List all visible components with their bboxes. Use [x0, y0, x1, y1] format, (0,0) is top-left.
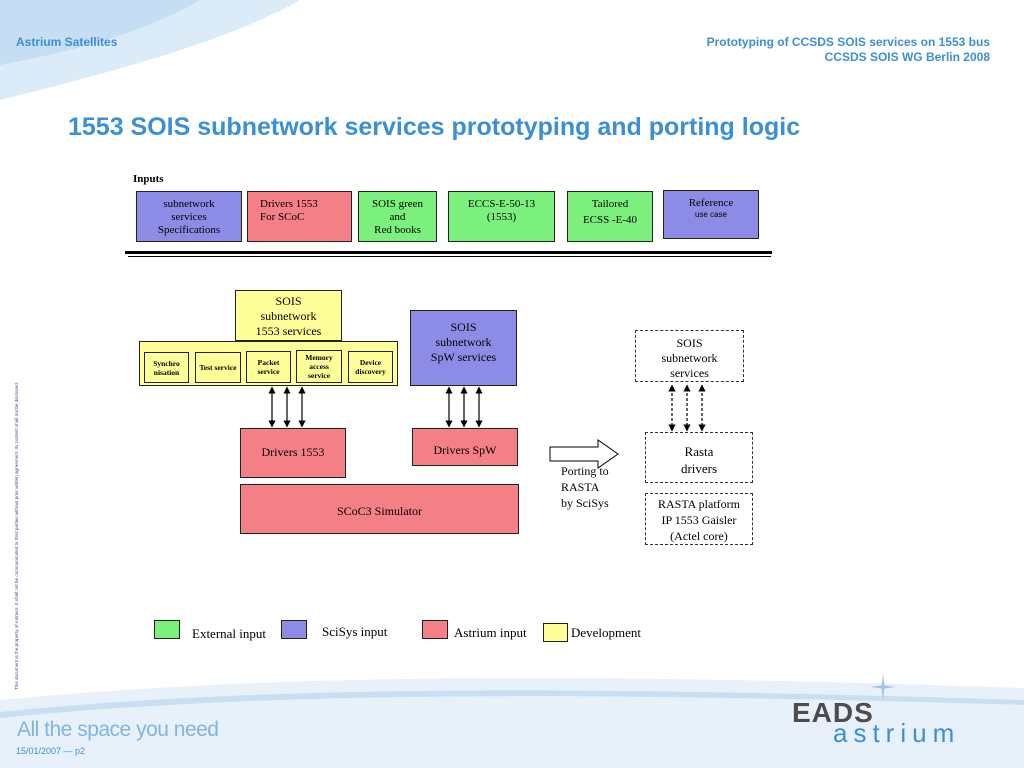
tagline: All the space you need	[17, 718, 219, 741]
legend-swatch-astrium	[422, 620, 448, 639]
sois-spw-services: SOIS subnetwork SpW services	[410, 310, 517, 386]
star-icon	[870, 674, 896, 700]
logo-eads-text: EADS	[792, 697, 874, 728]
test-service: Test service	[195, 352, 241, 383]
legend-swatch-external	[154, 620, 180, 639]
device-discovery-service: Device discovery	[348, 351, 393, 383]
rasta-platform: RASTA platform IP 1553 Gaisler (Actel co…	[645, 493, 753, 545]
slide-title: 1553 SOIS subnetwork services prototypin…	[68, 113, 801, 141]
legend-label-astrium: Astrium input	[454, 625, 527, 640]
company-name: Astrium Satellites	[16, 35, 118, 49]
packet-service: Packet service	[246, 351, 291, 383]
doc-title: Prototyping of CCSDS SOIS services on 15…	[706, 35, 990, 49]
separator-line	[125, 251, 772, 254]
rasta-sois-services: SOIS subnetwork services	[635, 330, 744, 382]
date-page: 15/01/2007 — p2	[16, 746, 86, 756]
legend-swatch-development	[543, 623, 568, 642]
drivers-spw: Drivers SpW	[412, 428, 518, 466]
memory-access-service: Memory access service	[296, 350, 342, 383]
input-reference-use-case: Reference use case	[663, 190, 759, 239]
inputs-label: Inputs	[133, 173, 164, 185]
porting-label: Porting to RASTA by SciSys	[561, 464, 609, 510]
legend-swatch-scisys	[281, 620, 307, 639]
drivers-1553: Drivers 1553	[240, 428, 346, 478]
legend-label-scisys: SciSys input	[322, 624, 388, 639]
input-drivers-1553: Drivers 1553 For SCoC	[247, 191, 352, 242]
arrows-rasta	[668, 384, 706, 432]
header-info: Prototyping of CCSDS SOIS services on 15…	[707, 35, 990, 65]
input-ecss-e-50-13: ECCS-E-50-13 (1553)	[448, 191, 555, 242]
arrows-spw	[445, 386, 483, 428]
arrows-1553	[268, 386, 306, 428]
porting-arrow	[549, 439, 619, 469]
synchronisation-service: Synchro nisation	[144, 352, 189, 383]
eads-astrium-logo	[780, 672, 1000, 752]
sois-1553-services: SOIS subnetwork 1553 services	[235, 290, 342, 341]
input-sois-books: SOIS green and Red books	[358, 191, 437, 242]
legend-label-development: Development	[571, 625, 642, 640]
event-name: CCSDS SOIS WG Berlin 2008	[824, 50, 990, 64]
separator-line-thin	[128, 256, 771, 257]
input-subnetwork-specs: subnetwork services Specifications	[136, 191, 242, 242]
scoc3-simulator: SCoC3 Simulator	[240, 484, 519, 534]
legend-label-external: External input	[192, 626, 267, 641]
input-tailored-ecss: Tailored ECSS -E-40	[567, 191, 653, 242]
logo-astrium-text: astrium	[833, 718, 961, 748]
rasta-drivers: Rasta drivers	[645, 432, 753, 483]
